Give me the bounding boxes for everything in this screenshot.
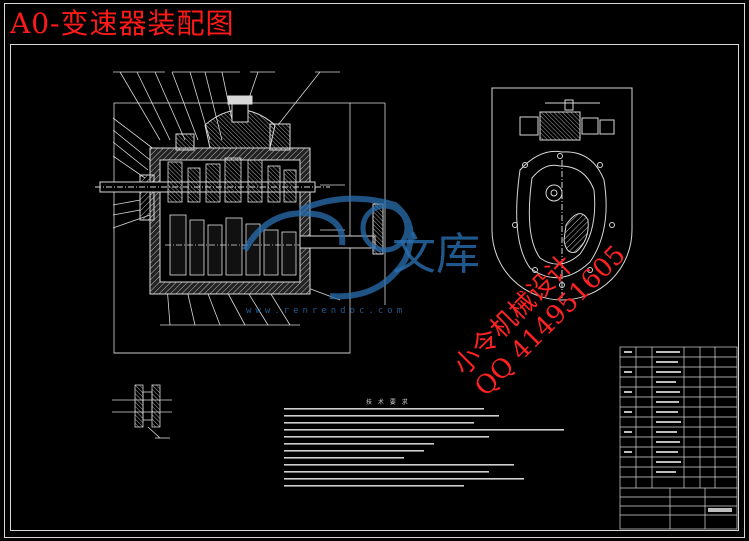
watermark-url: www.renrendoc.com (246, 306, 407, 316)
leader-lines-top (113, 71, 340, 141)
parts-list-table (619, 346, 738, 530)
parts-list-text-marks (624, 351, 732, 512)
technical-requirements-text (284, 408, 564, 487)
technical-requirements-heading: 技 术 要 求 (366, 399, 410, 406)
main-shaft-gears (167, 157, 297, 203)
drawing-title: A0-变速器装配图 (10, 7, 235, 40)
inner-frame (10, 44, 739, 531)
watermark-logo-text: 文库 (392, 229, 480, 280)
side-view (491, 87, 633, 301)
detail-view (112, 384, 172, 439)
outer-frame (4, 3, 745, 538)
watermark-logo (242, 195, 414, 300)
counter-shaft-gears (165, 214, 300, 276)
shift-mechanism (175, 95, 291, 151)
output-shaft (299, 203, 384, 255)
